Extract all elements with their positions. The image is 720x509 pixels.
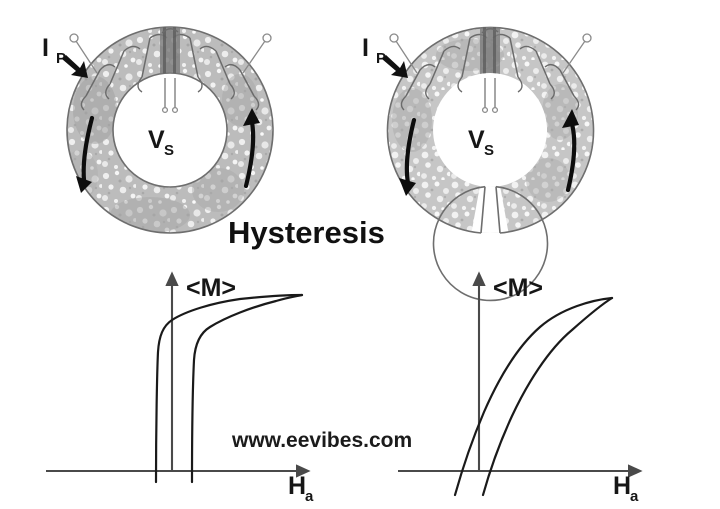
flux-arrow-right-up bbox=[243, 108, 260, 189]
primary-current-arrow-icon bbox=[62, 55, 88, 78]
secondary-voltage-label: V bbox=[468, 126, 485, 154]
gap-face-right bbox=[495, 186, 501, 234]
watermark: www.eevibes.com bbox=[231, 429, 412, 452]
x-axis-label-subscript: a bbox=[305, 488, 314, 505]
primary-winding-left bbox=[80, 33, 260, 111]
flux-arrow-right-up bbox=[562, 109, 579, 193]
primary-current-arrow-icon bbox=[382, 55, 408, 78]
curve-ascending-branch bbox=[481, 296, 614, 497]
primary-current-label: I bbox=[362, 34, 369, 62]
x-axis-label-subscript: a bbox=[630, 488, 639, 505]
x-axis-label: H bbox=[288, 472, 306, 500]
gapped-core-toroid: I P V S bbox=[362, 26, 595, 302]
terminal-right bbox=[582, 33, 592, 43]
page-title: Hysteresis bbox=[228, 215, 385, 250]
secondary-loop-left bbox=[161, 28, 179, 34]
curve-descending-branch bbox=[453, 296, 614, 497]
secondary-leads-left bbox=[161, 78, 179, 114]
secondary-leads-right bbox=[481, 78, 499, 114]
gap-face-left bbox=[480, 186, 486, 234]
secondary-loop-right bbox=[481, 28, 499, 34]
primary-current-subscript: P bbox=[376, 50, 386, 67]
secondary-voltage-label: V bbox=[148, 126, 165, 154]
flux-arrow-left-down bbox=[76, 115, 95, 193]
flux-arrow-left-down bbox=[399, 117, 417, 196]
terminal-right bbox=[262, 33, 272, 43]
y-axis-label: <M> bbox=[186, 274, 236, 302]
hysteresis-chart-gapped-core: <M> H a bbox=[398, 271, 643, 505]
closed-core-toroid: I P V S bbox=[42, 26, 274, 234]
hysteresis-chart-closed-core: <M> H a bbox=[46, 271, 314, 505]
primary-current-subscript: P bbox=[56, 50, 66, 67]
primary-leads-right bbox=[389, 33, 592, 74]
primary-winding-right bbox=[400, 33, 580, 111]
x-axis-label: H bbox=[613, 472, 631, 500]
primary-current-label: I bbox=[42, 34, 49, 62]
curve-descending-branch bbox=[154, 293, 304, 484]
primary-leads-left bbox=[69, 33, 272, 74]
toroid-inner-edge-right bbox=[432, 185, 549, 302]
secondary-voltage-subscript: S bbox=[164, 142, 174, 159]
terminal-left bbox=[389, 33, 399, 43]
y-axis-label: <M> bbox=[493, 274, 543, 302]
terminal-left bbox=[69, 33, 79, 43]
toroid-inner-edge-left bbox=[112, 72, 228, 188]
curve-ascending-branch bbox=[190, 293, 304, 484]
secondary-voltage-subscript: S bbox=[484, 142, 494, 159]
